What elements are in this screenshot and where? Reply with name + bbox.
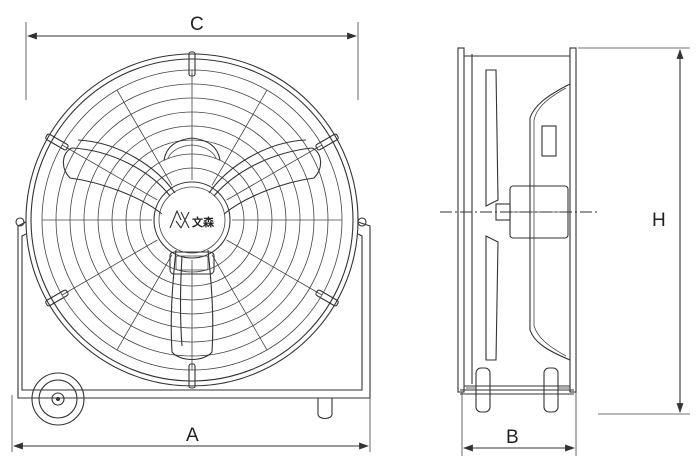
grille-spoke [116,89,173,186]
grille-spoke [211,254,268,351]
brand-logo: 文森 [169,209,215,229]
grille-clip [315,133,339,151]
grille-spoke [211,89,268,186]
grille-clip [45,133,69,151]
grille-spoke [61,144,158,201]
grille-spoke [61,239,158,296]
fan-hub [153,181,231,275]
grille-clip [188,363,196,389]
grille-clip [188,51,196,77]
dimension-b-label: B [506,427,519,448]
dimension-a-label: A [186,425,199,446]
dimension-b: B [461,392,577,456]
grille-spoke [226,239,323,296]
grille-clip [315,289,339,307]
stand-frame [15,217,371,420]
side-frame [457,47,577,393]
casters [460,367,574,413]
motor-housing [495,83,571,361]
dimension-c-label: C [190,14,204,35]
side-view: H B [440,47,690,456]
stand-wheel [31,372,85,426]
blade-profile [485,69,499,361]
grille-spoke [116,254,173,351]
front-view: C A [11,14,371,452]
grille-clips [45,51,339,389]
fan-blades [62,139,322,361]
dimension-h-label: H [652,210,666,231]
grille-spoke [226,144,323,201]
dimension-h: H [578,47,690,415]
grille-clip [45,289,69,307]
dimension-c: C [25,14,359,100]
dimension-a: A [11,395,371,452]
logo-text: 文森 [192,215,215,229]
logo-mark-icon [169,209,190,229]
grille-spokes [42,70,342,370]
motor-bracket [163,137,221,161]
